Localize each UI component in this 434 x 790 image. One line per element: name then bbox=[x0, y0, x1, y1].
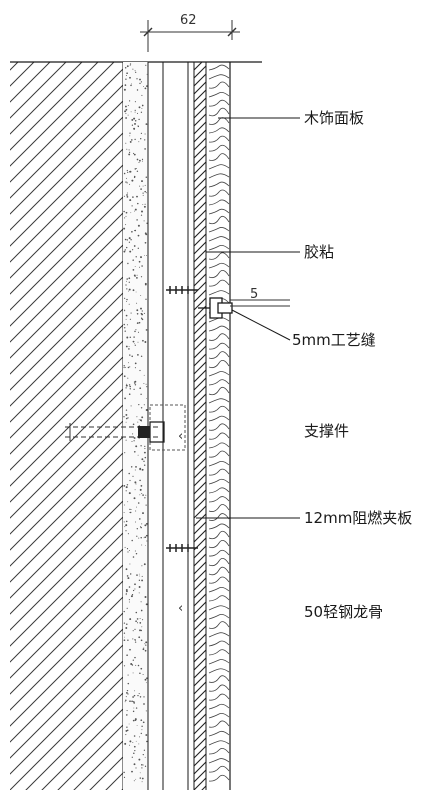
screw-top bbox=[166, 286, 198, 294]
callout-labels: 木饰面板 胶粘 5mm工艺缝 支撑件 12mm阻燃夹板 50轻钢龙骨 bbox=[292, 109, 412, 621]
screws bbox=[166, 286, 198, 552]
concrete-wall bbox=[10, 61, 262, 790]
steel-keel-cavity: ‹ ‹ bbox=[162, 62, 183, 790]
label-groove: 5mm工艺缝 bbox=[292, 331, 376, 349]
groove-clip bbox=[198, 297, 233, 319]
label-keel: 50轻钢龙骨 bbox=[304, 603, 383, 621]
support-bracket bbox=[65, 404, 186, 451]
keel-mark: ‹ bbox=[178, 601, 183, 616]
label-plywood: 12mm阻燃夹板 bbox=[304, 509, 412, 527]
leader-lines bbox=[196, 117, 300, 519]
plywood-layer bbox=[187, 62, 207, 790]
support-mark: ‹ bbox=[178, 429, 183, 444]
groove-dimension: 5 bbox=[230, 287, 290, 307]
top-dimension: 62 bbox=[140, 13, 240, 52]
wood-veneer-panel bbox=[208, 62, 231, 790]
screw-bottom bbox=[166, 544, 198, 552]
dimension-62: 62 bbox=[180, 13, 197, 28]
plaster-layer bbox=[123, 62, 149, 790]
dimension-5: 5 bbox=[250, 287, 258, 302]
label-wood-panel: 木饰面板 bbox=[304, 109, 364, 127]
label-glue: 胶粘 bbox=[304, 243, 334, 261]
label-support: 支撑件 bbox=[304, 422, 349, 440]
